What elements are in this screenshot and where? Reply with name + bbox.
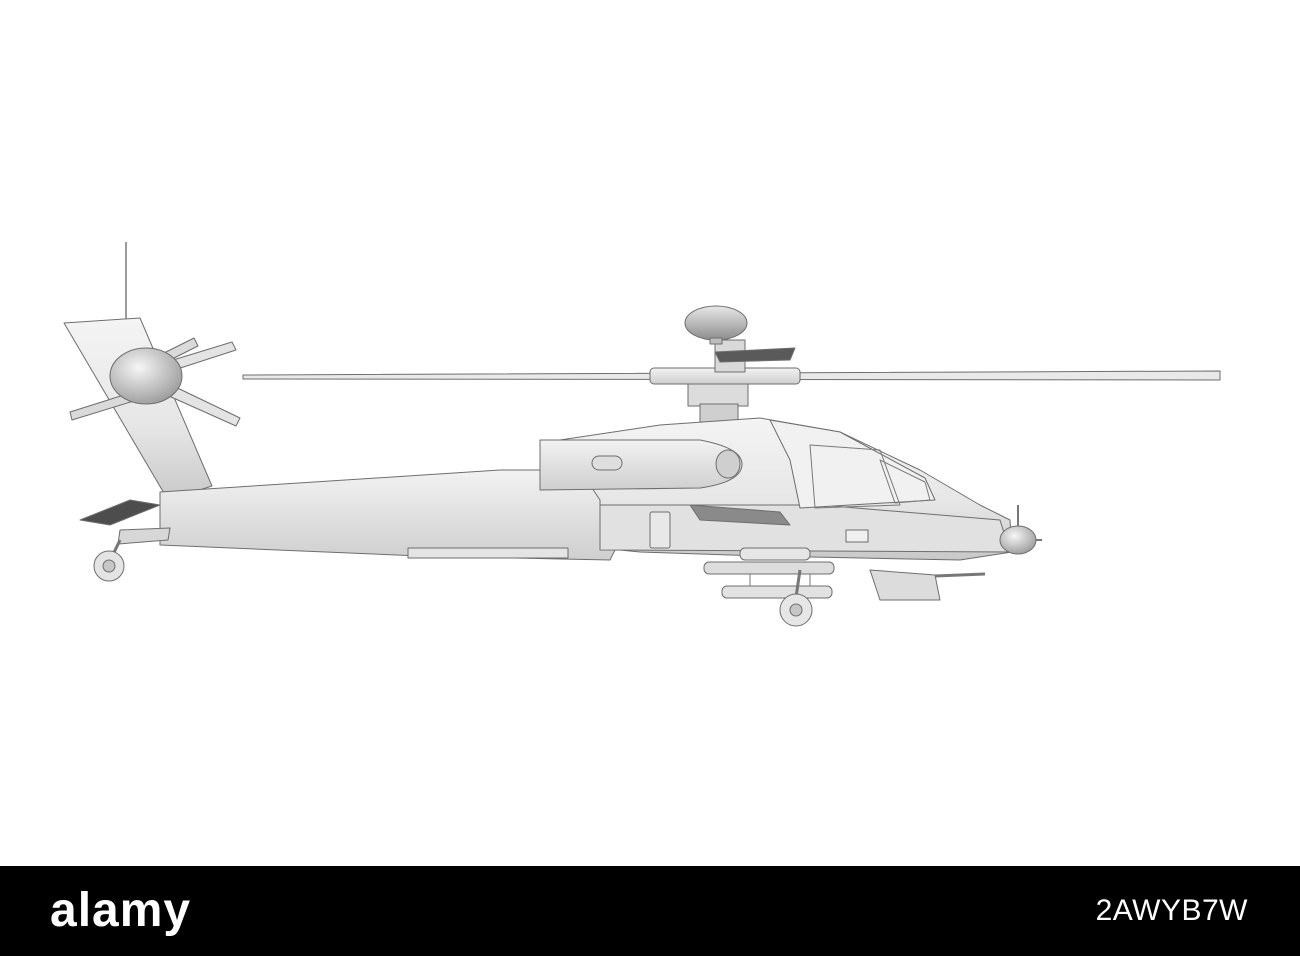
rotor-hub xyxy=(649,339,801,423)
tail-fin xyxy=(63,317,213,501)
radar-dome xyxy=(684,305,748,345)
tail-rotor xyxy=(69,337,241,427)
horizontal-stabilizer xyxy=(79,499,161,526)
brand-name: alamy xyxy=(50,884,192,937)
ventral-fairing xyxy=(407,547,569,559)
stock-footer: alamy 2AWYB7W xyxy=(0,866,1300,956)
image-canvas xyxy=(63,242,1221,627)
munitions-pod xyxy=(703,547,835,599)
brand-logo: alamy xyxy=(50,884,191,938)
nose-sensor xyxy=(999,505,1042,555)
tail-wheel xyxy=(93,527,171,582)
cockpit-canopy xyxy=(769,419,936,509)
access-panel xyxy=(649,511,671,549)
side-window xyxy=(845,529,869,543)
engine-nacelle xyxy=(539,439,743,491)
main-landing-gear xyxy=(779,569,813,627)
chin-cannon xyxy=(869,569,986,601)
attack-helicopter-illustration xyxy=(63,242,1221,627)
image-id-label: 2AWYB7W xyxy=(1095,894,1248,927)
